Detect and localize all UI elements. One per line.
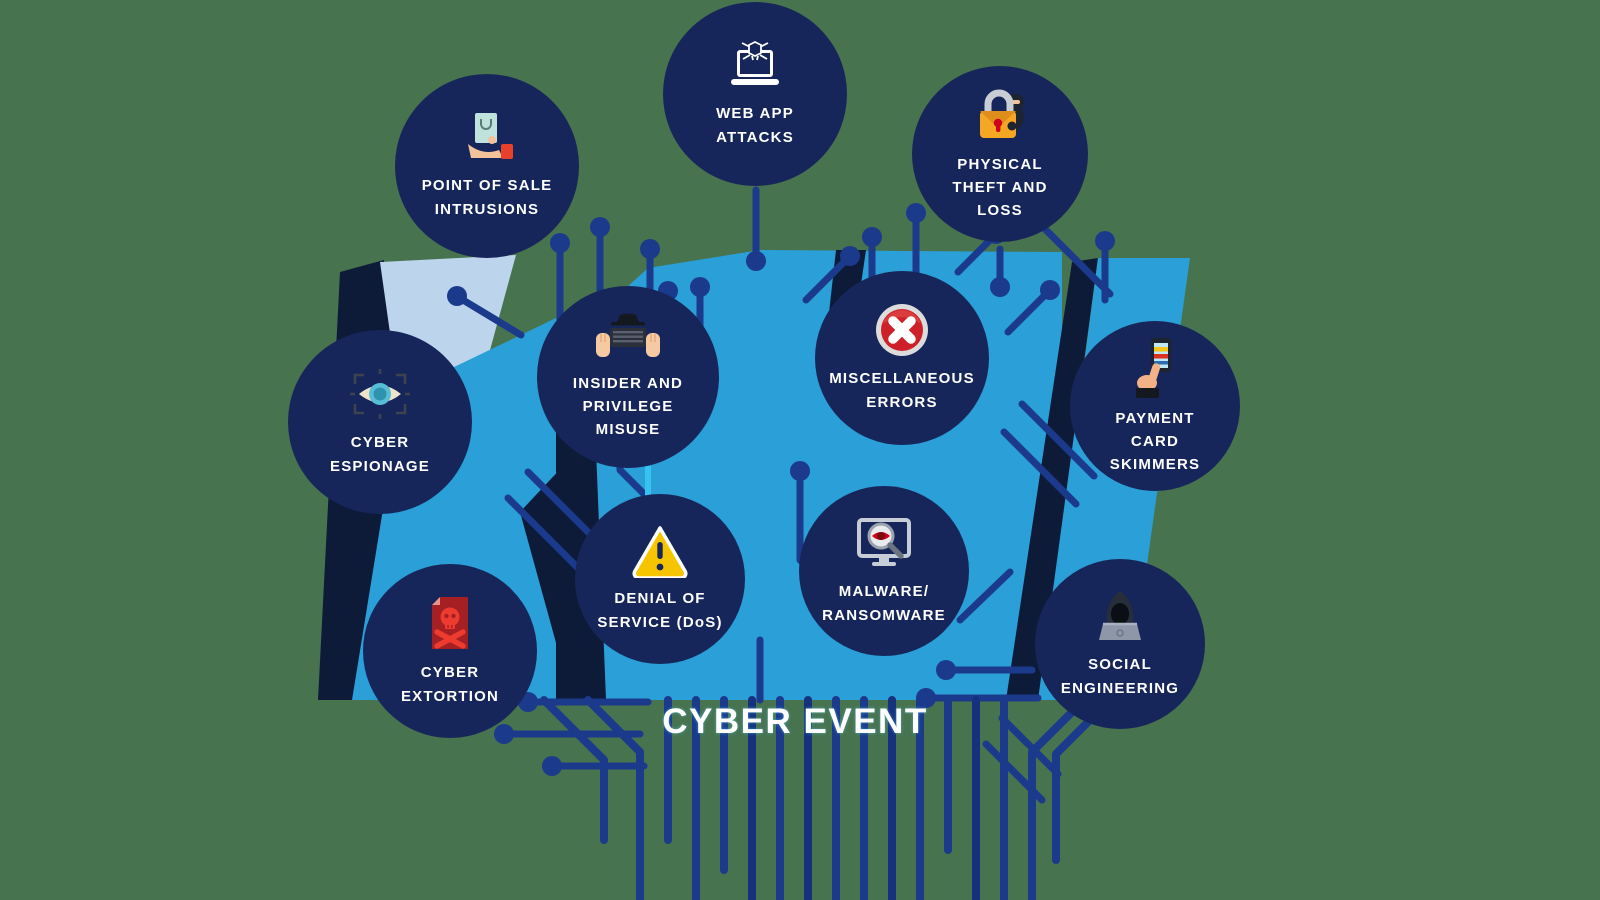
node-payment-card-skimmers: PAYMENT CARD SKIMMERS xyxy=(1070,321,1240,491)
trunk-traces xyxy=(540,696,1114,900)
node-miscellaneous-errors: MISCELLANEOUS ERRORS xyxy=(815,271,989,445)
warning-triangle-icon xyxy=(632,526,688,579)
node-social-engineering: SOCIAL ENGINEERING xyxy=(1035,559,1205,729)
padlock-thief-icon xyxy=(980,89,1024,138)
node-point-of-sale-intrusions: POINT OF SALE INTRUSIONS xyxy=(395,74,579,258)
node-label: PHYSICAL THEFT AND LOSS xyxy=(952,155,1048,220)
keyboard-hands-icon xyxy=(596,313,660,357)
error-cross-icon xyxy=(876,304,928,357)
node-cyber-extortion: CYBER EXTORTION xyxy=(363,564,537,738)
skull-document-icon xyxy=(432,597,468,650)
laptop-spider-icon xyxy=(731,41,779,86)
node-physical-theft-and-loss: PHYSICAL THEFT AND LOSS xyxy=(912,66,1088,242)
node-label: CYBER ESPIONAGE xyxy=(330,434,430,475)
node-label: WEB APP ATTACKS xyxy=(716,105,794,146)
node-label: INSIDER AND PRIVILEGE MISUSE xyxy=(572,374,684,439)
node-label: PAYMENT CARD SKIMMERS xyxy=(1109,409,1201,474)
node-denial-of-service: DENIAL OF SERVICE (DoS) xyxy=(575,494,745,664)
node-label: MALWARE/ RANSOMWARE xyxy=(822,583,946,624)
node-malware-ransomware: MALWARE/ RANSOMWARE xyxy=(799,486,969,656)
node-insider-and-privilege-misuse: INSIDER AND PRIVILEGE MISUSE xyxy=(537,286,719,468)
hand-shopping-bag-icon xyxy=(468,113,513,160)
node-web-app-attacks: WEB APP ATTACKS xyxy=(663,2,847,186)
node-label: MISCELLANEOUS ERRORS xyxy=(829,370,975,411)
monitor-magnifier-bug-icon xyxy=(857,518,911,567)
node-label: DENIAL OF SERVICE (DoS) xyxy=(597,590,723,631)
hooded-hacker-laptop-icon xyxy=(1099,591,1141,641)
node-cyber-espionage: CYBER ESPIONAGE xyxy=(288,330,472,514)
hand-phone-skimmer-icon xyxy=(1136,337,1171,398)
node-label: SOCIAL ENGINEERING xyxy=(1060,656,1180,697)
node-label: POINT OF SALE INTRUSIONS xyxy=(421,177,553,218)
eye-crosshair-icon xyxy=(350,369,410,420)
diagram-title: CYBER EVENT xyxy=(662,702,928,741)
node-label: CYBER EXTORTION xyxy=(400,664,500,705)
